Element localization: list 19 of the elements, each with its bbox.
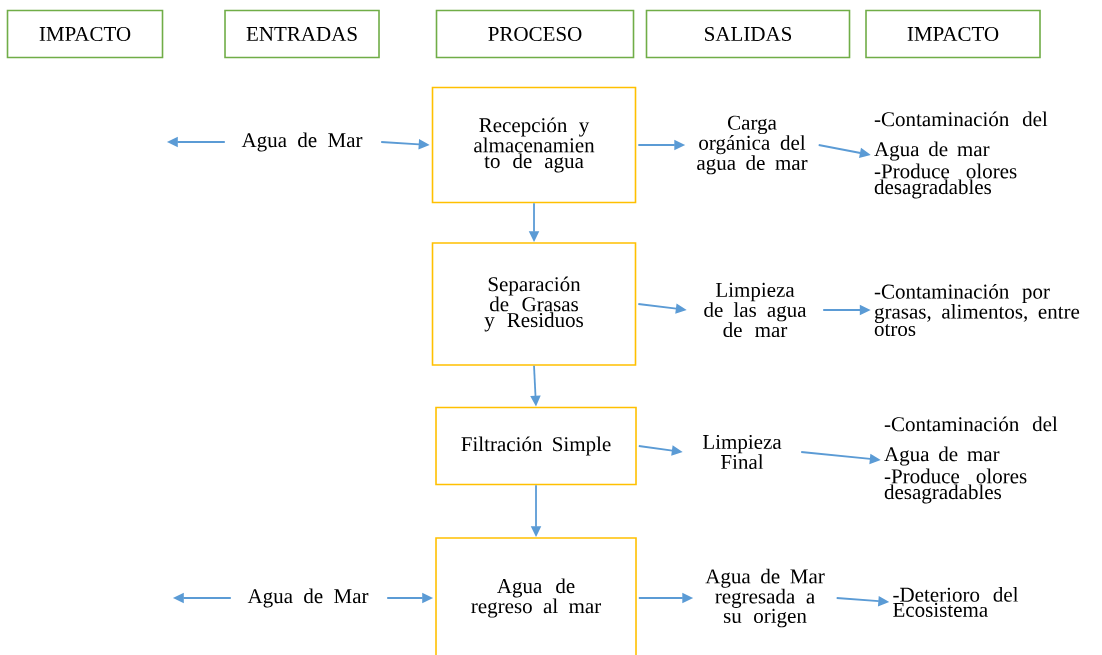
flow-text: Agua de Mar bbox=[241, 132, 363, 152]
column-header-box: SALIDAS bbox=[645, 9, 851, 59]
flow-text: Agua de Mar regresada a su origen bbox=[705, 568, 825, 628]
impact-text: -Contaminación por grasas, alimentos, entre otros bbox=[874, 283, 1080, 337]
column-header-box: ENTRADAS bbox=[224, 9, 380, 59]
impact-text: -Contaminación del Agua de mar -Produce olores desagradables bbox=[874, 111, 1048, 199]
impact-text: -Contaminación del Agua de mar -Produce olores desagradables bbox=[884, 416, 1058, 504]
process-box: Filtración Simple bbox=[435, 406, 637, 486]
column-header-box: IMPACTO bbox=[6, 9, 164, 59]
column-header-box: PROCESO bbox=[435, 9, 635, 59]
flow-text: Carga orgánica del agua de mar bbox=[697, 115, 808, 175]
flow-text: Limpieza de las agua de mar bbox=[704, 282, 807, 338]
process-box: Separación de Grasas y Residuos bbox=[431, 242, 637, 366]
impact-text: -Deterioro del Ecosistema bbox=[893, 587, 1019, 617]
column-header-box: IMPACTO bbox=[865, 9, 1041, 59]
flow-text: Limpieza Final bbox=[702, 434, 782, 470]
process-box: Recepción y almacenamien to de agua bbox=[431, 86, 637, 204]
flow-text: Agua de Mar bbox=[247, 588, 369, 608]
process-box: Agua de regreso al mar bbox=[435, 537, 637, 655]
